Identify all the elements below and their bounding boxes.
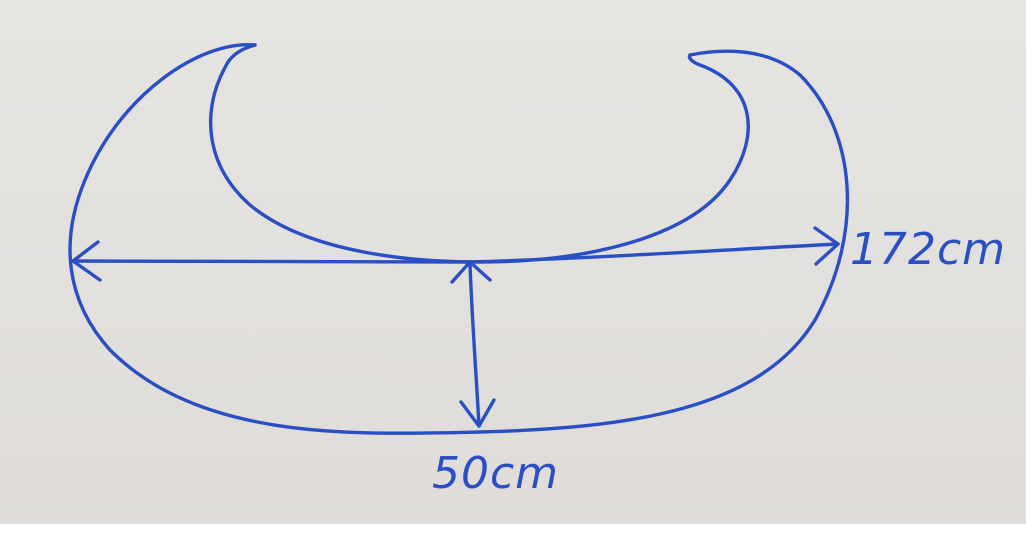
left-horn-tip bbox=[226, 43, 257, 64]
depth-bottom-arrowhead bbox=[459, 398, 496, 428]
outer-outline bbox=[68, 43, 849, 435]
width-left-arrowhead bbox=[71, 240, 102, 282]
depth-measurement-label: 50cm bbox=[432, 448, 560, 499]
width-dimension-line bbox=[70, 242, 840, 264]
inner-outline bbox=[209, 53, 750, 264]
depth-dimension-line bbox=[468, 262, 481, 428]
depth-top-arrowhead bbox=[450, 260, 492, 284]
width-measurement-label: 172cm bbox=[850, 224, 1007, 275]
width-right-arrowhead bbox=[813, 226, 840, 266]
